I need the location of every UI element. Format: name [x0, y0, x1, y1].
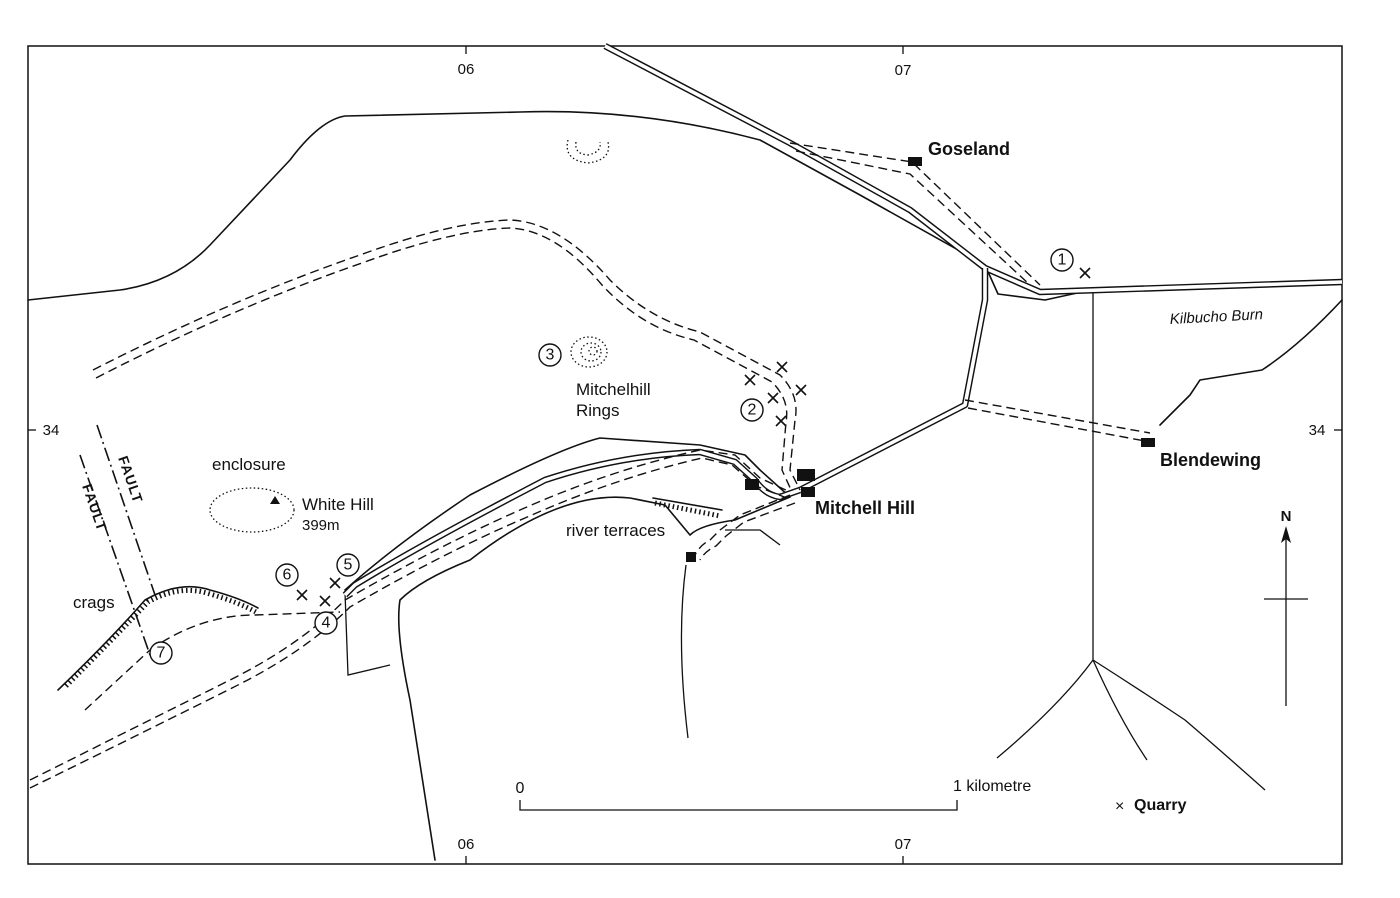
site-7-marker: 7	[149, 641, 173, 665]
track-goseland	[789, 142, 1041, 286]
fault-line-2	[79, 454, 151, 656]
building-mitchell-hill-2	[745, 479, 759, 490]
building-mitchell-hill-3	[801, 487, 815, 497]
site-1-marker: 1	[1050, 248, 1074, 272]
site-2-marker: 2	[740, 398, 764, 422]
stream-central	[344, 437, 791, 861]
stream-west-branch	[344, 591, 391, 676]
building-goseland	[908, 157, 922, 166]
north-arrow-icon: N	[1264, 508, 1308, 706]
site-6-marker: 6	[275, 563, 299, 587]
road-main	[603, 43, 1343, 296]
svg-text:7: 7	[157, 645, 166, 662]
grid-label-07-top: 07	[895, 62, 912, 79]
site-3-marker: 3	[538, 343, 562, 367]
scale-bar: 0 1 kilometre	[516, 778, 1031, 811]
label-blendewing: Blendewing	[1160, 450, 1261, 470]
label-river-terraces: river terraces	[566, 521, 665, 540]
buildings	[686, 157, 1155, 562]
quarry-legend-label: Quarry	[1134, 797, 1187, 814]
track-southwest-long	[29, 449, 793, 789]
site-5-marker: 5	[336, 553, 360, 577]
track-blendewing	[964, 399, 1151, 442]
svg-text:5: 5	[344, 557, 353, 574]
summit-triangle-icon	[270, 496, 280, 504]
north-arrow-label: N	[1281, 508, 1292, 525]
label-white-hill-height: 399m	[302, 517, 340, 534]
fault-label-2: FAULT	[79, 482, 110, 534]
legend-quarry: × Quarry	[1115, 797, 1187, 815]
stream-south-central	[680, 564, 689, 739]
site-4-marker: 4	[314, 611, 338, 635]
label-crags: crags	[73, 593, 115, 612]
grid-label-34-left: 34	[43, 422, 60, 439]
hill-boundary	[27, 110, 986, 301]
stream-terrace-link	[725, 529, 781, 546]
track-north-long	[92, 219, 801, 493]
enclosure-symbol	[209, 487, 295, 533]
building-mitchell-hill-1	[797, 469, 815, 481]
label-mitchelhill-rings-line-1: Mitchelhill	[576, 380, 651, 399]
stream-south-1	[996, 292, 1094, 759]
label-goseland: Goseland	[928, 139, 1010, 159]
label-kilbucho-burn: Kilbucho Burn	[1169, 306, 1263, 328]
road-north-south	[798, 268, 989, 493]
grid-label-34-right: 34	[1309, 422, 1326, 439]
label-white-hill: White Hill	[302, 495, 374, 514]
label-mitchelhill-rings-line-2: Rings	[576, 401, 619, 420]
fault-label-1: FAULT	[115, 454, 146, 506]
label-mitchell-hill: Mitchell Hill	[815, 498, 915, 518]
svg-text:1: 1	[1058, 252, 1067, 269]
scale-start-label: 0	[516, 780, 525, 797]
track-terraces	[694, 494, 796, 561]
mitchelhill-rings-symbol	[570, 336, 608, 368]
scale-end-label: 1 kilometre	[953, 778, 1031, 795]
grid-label-06-bottom: 06	[458, 836, 475, 853]
svg-text:4: 4	[322, 615, 331, 632]
svg-text:3: 3	[546, 347, 555, 364]
svg-text:6: 6	[283, 567, 292, 584]
fault-line-1	[96, 424, 156, 596]
river-terraces-hatching	[652, 497, 723, 519]
earthwork-north	[566, 139, 610, 164]
quarry-legend-icon: ×	[1115, 798, 1124, 815]
stream-east-branch	[1159, 299, 1343, 426]
label-enclosure: enclosure	[212, 455, 286, 474]
grid-label-07-bottom: 07	[895, 836, 912, 853]
svg-text:2: 2	[748, 402, 757, 419]
grid-label-06-top: 06	[458, 61, 475, 78]
building-south	[686, 552, 696, 562]
stream-south-3	[1092, 659, 1266, 791]
map-frame	[27, 45, 1343, 865]
stream-south-2	[1092, 659, 1148, 761]
building-blendewing	[1141, 438, 1155, 447]
grid-ticks	[28, 46, 1342, 864]
crags-escarpment	[57, 585, 259, 691]
quarry-marks	[296, 267, 1091, 607]
